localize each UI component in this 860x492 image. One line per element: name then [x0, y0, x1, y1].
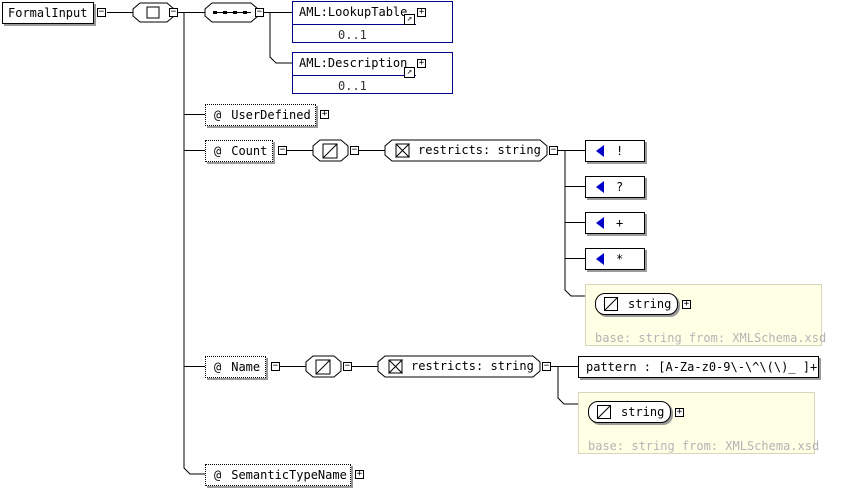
- enumeration-value-label: !: [616, 144, 624, 158]
- attribute-count[interactable]: @ Count: [205, 140, 273, 162]
- pattern-facet-label: pattern : [A-Za-z0-9\-\^\(\)_ ]+: [586, 360, 818, 374]
- element-lookuptable[interactable]: AML:LookupTable 0..1: [292, 1, 453, 43]
- expand-toggle-description[interactable]: +: [417, 58, 426, 68]
- external-link-icon[interactable]: ↗: [404, 14, 415, 25]
- collapse-toggle-root[interactable]: −: [97, 7, 106, 17]
- enumeration-value[interactable]: *: [585, 248, 645, 270]
- attribute-semantictypename[interactable]: @ SemanticTypeName: [205, 464, 351, 486]
- enumeration-value-label: *: [616, 252, 624, 266]
- element-description-cardinality: 0..1: [338, 79, 367, 93]
- enumeration-value[interactable]: !: [585, 140, 645, 162]
- attribute-at-symbol: @: [214, 360, 222, 374]
- expand-toggle-userdefined[interactable]: +: [320, 109, 329, 119]
- element-description[interactable]: AML:Description 0..1: [292, 52, 453, 94]
- enumeration-value[interactable]: +: [585, 212, 645, 234]
- collapse-toggle-count-restriction[interactable]: −: [549, 145, 558, 155]
- collapse-toggle-name[interactable]: −: [271, 361, 280, 371]
- count-base-type-label: string: [628, 297, 672, 311]
- attribute-at-symbol: @: [214, 468, 222, 482]
- attribute-at-symbol: @: [214, 144, 222, 158]
- count-restricts-label: restricts: string: [418, 143, 541, 157]
- attribute-userdefined[interactable]: @ UserDefined: [205, 104, 316, 126]
- name-restricts-label: restricts: string: [411, 359, 534, 373]
- enumeration-icon: [596, 217, 604, 229]
- root-element-label: FormalInput: [8, 6, 88, 20]
- expand-toggle-lookuptable[interactable]: +: [417, 7, 426, 17]
- collapse-toggle-name-type[interactable]: −: [343, 361, 352, 371]
- collapse-toggle-sequence[interactable]: −: [255, 7, 264, 17]
- element-lookuptable-label: AML:LookupTable: [299, 5, 408, 19]
- collapse-toggle-count-type[interactable]: −: [350, 145, 359, 155]
- enumeration-icon: [596, 181, 604, 193]
- attribute-userdefined-label: UserDefined: [231, 108, 311, 122]
- collapse-toggle-count[interactable]: −: [278, 145, 287, 155]
- name-base-type-node[interactable]: string: [588, 401, 671, 423]
- attribute-semantictypename-label: SemanticTypeName: [231, 468, 347, 482]
- name-base-type-label: string: [621, 405, 665, 419]
- enumeration-value-label: +: [616, 216, 624, 230]
- pattern-facet[interactable]: pattern : [A-Za-z0-9\-\^\(\)_ ]+: [578, 356, 819, 378]
- attribute-name-label: Name: [231, 360, 261, 374]
- count-restriction-node: [384, 139, 548, 162]
- attribute-count-label: Count: [231, 144, 268, 158]
- count-base-type-node[interactable]: string: [595, 293, 678, 315]
- expand-toggle-count-base[interactable]: +: [682, 299, 691, 309]
- attribute-at-symbol: @: [214, 108, 222, 122]
- collapse-toggle-complex-type[interactable]: −: [169, 7, 178, 17]
- expand-toggle-semantictypename[interactable]: +: [355, 469, 364, 479]
- enumeration-value-label: ?: [616, 180, 624, 194]
- external-link-icon[interactable]: ↗: [404, 67, 415, 78]
- name-base-note: base: string from: XMLSchema.xsd: [588, 439, 820, 453]
- count-base-note: base: string from: XMLSchema.xsd: [595, 331, 827, 345]
- enumeration-icon: [596, 253, 604, 265]
- collapse-toggle-name-restriction[interactable]: −: [542, 361, 551, 371]
- element-lookuptable-cardinality: 0..1: [338, 28, 367, 42]
- name-restriction-node: [377, 355, 541, 378]
- element-description-label: AML:Description: [299, 56, 408, 70]
- simple-type-icon: [604, 297, 618, 311]
- expand-toggle-name-base[interactable]: +: [675, 407, 684, 417]
- simple-type-icon: [597, 405, 611, 419]
- attribute-name[interactable]: @ Name: [205, 356, 266, 378]
- enumeration-value[interactable]: ?: [585, 176, 645, 198]
- root-element-formalinput[interactable]: FormalInput: [2, 2, 94, 24]
- enumeration-icon: [596, 145, 604, 157]
